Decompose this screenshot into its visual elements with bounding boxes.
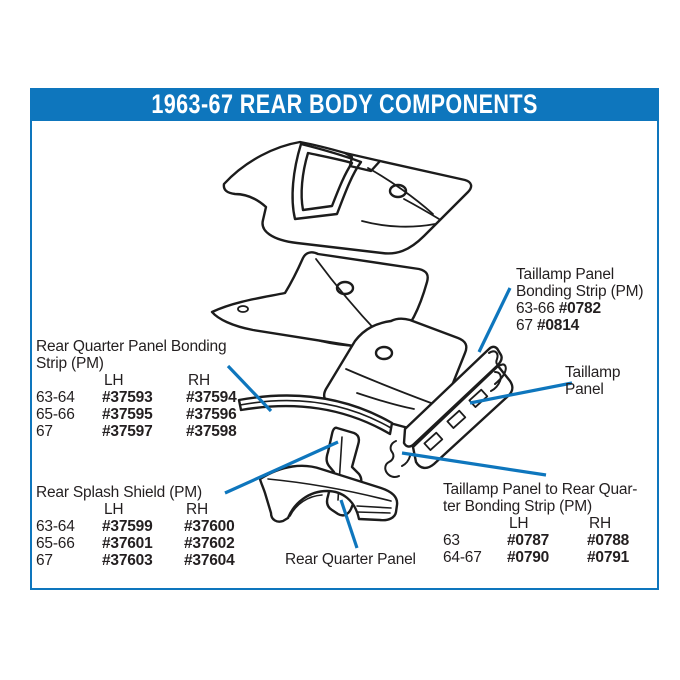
part-number: #37599 (102, 518, 153, 535)
part-number: #0814 (536, 317, 580, 334)
part-number: #0787 (507, 532, 550, 549)
column-header-lh: LH (104, 372, 124, 389)
label-line: Rear Quarter Panel (285, 551, 416, 568)
part-number: #37597 (102, 423, 153, 440)
callout-heading: Taillamp Panel (516, 266, 615, 283)
year-range: 63-64 (36, 518, 75, 535)
callout-taillamp-to-quarter-strip: Taillamp Panel to Rear Quar- ter Bonding… (443, 481, 637, 566)
rear-quarter-bonding-strip-drawing (237, 394, 394, 436)
callout-taillamp-bonding-strip: Taillamp Panel Bonding Strip (PM) 63-66 … (516, 266, 644, 334)
taillamp-panel-drawing (384, 345, 514, 478)
year-range: 65-66 (36, 406, 75, 423)
year-range: 63-64 (36, 389, 75, 406)
year-range: 67 (516, 317, 533, 334)
column-header-rh: RH (589, 515, 611, 532)
leader-rear-quarter-panel (339, 499, 359, 549)
column-header-lh: LH (104, 501, 124, 518)
leader-taillamp-bonding-strip (477, 287, 512, 353)
part-number: #37601 (102, 535, 153, 552)
leader-rear-splash-shield (224, 440, 339, 495)
part-row: 63-66 #0782 (516, 300, 643, 317)
part-number: #37593 (102, 389, 153, 406)
leader-rear-quarter-bonding-strip (226, 364, 273, 413)
column-header-lh: LH (509, 515, 529, 532)
callout-heading: ter Bonding Strip (PM) (443, 498, 592, 515)
parts-table: LH RH 63-64 #37593 #37594 65-66 #37595 #… (36, 372, 237, 440)
label-taillamp-panel: Taillamp Panel (565, 364, 620, 398)
leader-taillamp-panel (469, 381, 573, 405)
label-rear-quarter-panel: Rear Quarter Panel (285, 551, 416, 568)
callout-heading: Strip (PM) (36, 355, 104, 372)
callout-heading: Bonding Strip (PM) (516, 283, 644, 300)
part-number: #0790 (507, 549, 550, 566)
column-header-rh: RH (186, 501, 208, 518)
part-number: #37602 (184, 535, 235, 552)
year-range: 65-66 (36, 535, 75, 552)
rear-quarter-panel-drawing (258, 464, 399, 523)
year-range: 63-66 (516, 300, 555, 317)
year-range: 63 (443, 532, 460, 549)
leader-taillamp-to-quarter-strip (401, 451, 547, 477)
part-number: #0788 (587, 532, 630, 549)
part-number: #37595 (102, 406, 153, 423)
label-line: Taillamp (565, 364, 621, 381)
label-line: Panel (565, 381, 604, 398)
year-range: 67 (36, 423, 53, 440)
title-bar: 1963-67 REAR BODY COMPONENTS (30, 88, 659, 121)
year-range: 64-67 (443, 549, 482, 566)
part-row: 67 #0814 (516, 317, 643, 334)
callout-heading: Taillamp Panel to Rear Quar- (443, 481, 638, 498)
callout-heading: Rear Splash Shield (PM) (36, 484, 202, 501)
page-title: 1963-67 REAR BODY COMPONENTS (151, 89, 538, 119)
column-header-rh: RH (188, 372, 210, 389)
year-range: 67 (36, 552, 53, 569)
parts-table: LH RH 63 #0787 #0788 64-67 #0790 #0791 (443, 515, 637, 566)
part-number: #37594 (186, 389, 237, 406)
part-number: #37604 (184, 552, 235, 569)
rear-window-panel-drawing (222, 140, 473, 255)
parts-table: LH RH 63-64 #37599 #37600 65-66 #37601 #… (36, 501, 235, 569)
part-number: #0782 (558, 300, 601, 317)
part-number: #0791 (587, 549, 630, 566)
part-number: #37603 (102, 552, 153, 569)
part-number: #37600 (184, 518, 235, 535)
callout-rear-splash-shield: Rear Splash Shield (PM) LH RH 63-64 #375… (36, 484, 235, 569)
callout-rear-quarter-bonding-strip: Rear Quarter Panel Bonding Strip (PM) LH… (36, 338, 237, 440)
part-number: #37598 (186, 423, 237, 440)
part-number: #37596 (186, 406, 237, 423)
callout-heading: Rear Quarter Panel Bonding (36, 338, 227, 355)
